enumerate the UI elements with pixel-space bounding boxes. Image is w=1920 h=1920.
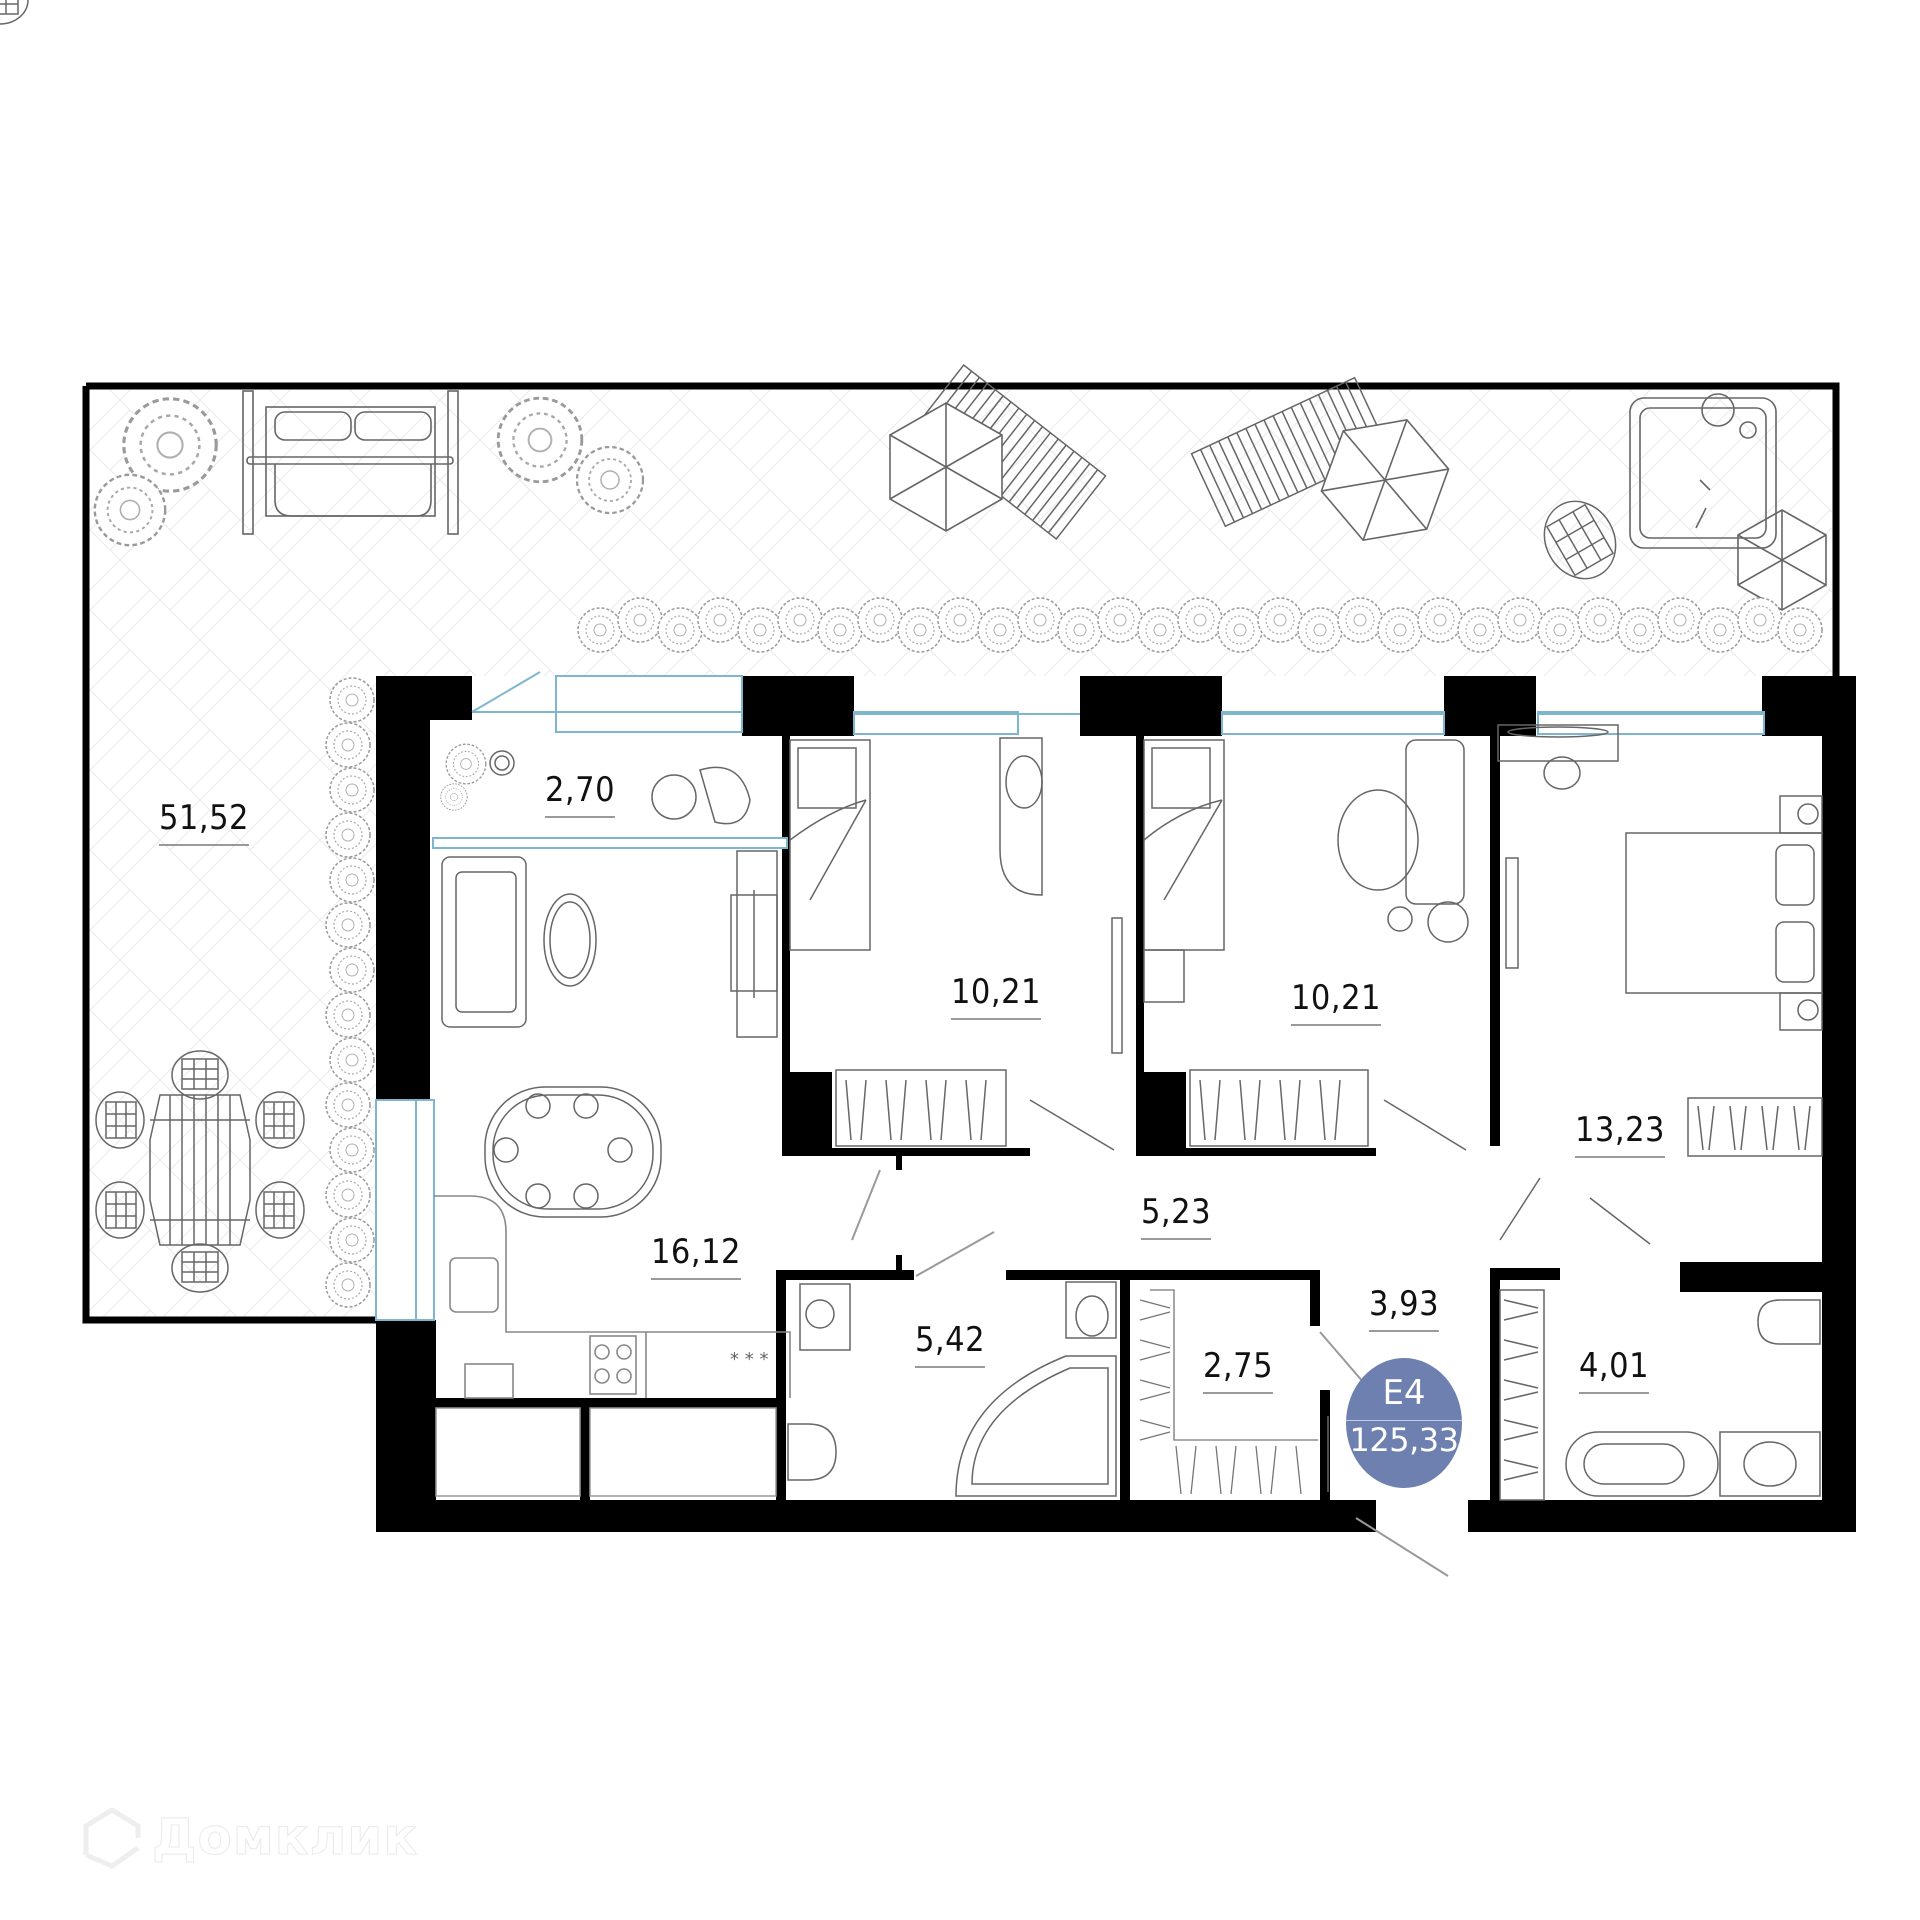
room-area-terrace: 51,52: [158, 798, 250, 846]
svg-text:* * *: * * *: [730, 1349, 768, 1370]
area-text: 5,23: [1140, 1192, 1212, 1232]
bedroom-2-furniture: [1143, 739, 1469, 1151]
bathroom-1-fixtures: [787, 1281, 1117, 1497]
underline: [1202, 1392, 1274, 1394]
umbrella-icon: [889, 402, 1827, 611]
windows: [375, 671, 1765, 1321]
room-area-bathroom-2: 4,01: [1578, 1346, 1650, 1394]
outdoor-dining-set-icon: [0, 0, 305, 1293]
bathroom-2-fixtures: [1499, 1289, 1821, 1501]
area-text: 3,93: [1368, 1284, 1440, 1324]
area-text: 13,23: [1574, 1110, 1666, 1150]
room-area-bedroom-2: 10,21: [1290, 978, 1382, 1026]
room-area-master-bedroom: 13,23: [1574, 1110, 1666, 1158]
armchair-icon: [1543, 500, 1617, 580]
underline: [650, 1278, 742, 1280]
area-text: 51,52: [158, 798, 250, 838]
wardrobe-fixtures: [1139, 1289, 1329, 1495]
total-area: 125,33: [1349, 1421, 1459, 1459]
room-area-balcony: 2,70: [544, 770, 616, 818]
unit-badge: E4 125,33: [1346, 1358, 1462, 1488]
underline: [1290, 1024, 1382, 1026]
underline: [1140, 1238, 1212, 1240]
area-text: 5,42: [914, 1320, 986, 1360]
underline: [544, 816, 616, 818]
area-text: 2,75: [1202, 1346, 1274, 1386]
dining-table-icon: [484, 1086, 662, 1218]
underline: [950, 1018, 1042, 1020]
underline: [1368, 1330, 1440, 1332]
room-area-kitchen-living: 16,12: [650, 1232, 742, 1280]
balcony-furniture: [489, 750, 751, 825]
area-text: 2,70: [544, 770, 616, 810]
underline: [914, 1366, 986, 1368]
underline: [158, 844, 250, 846]
walls: [376, 676, 1856, 1532]
room-area-entry: 3,93: [1368, 1284, 1440, 1332]
storage-cells: [435, 1407, 777, 1497]
room-area-bedroom-1: 10,21: [950, 972, 1042, 1020]
underline: [1574, 1156, 1666, 1158]
room-area-wardrobe: 2,75: [1202, 1346, 1274, 1394]
domclick-logo-icon: [83, 1807, 141, 1869]
watermark: Домклик: [151, 1808, 419, 1867]
watermark-text: Домклик: [151, 1808, 419, 1867]
bedroom-1-furniture: [789, 737, 1123, 1151]
kitchen-counter: * * *: [434, 1195, 791, 1399]
area-text: 10,21: [950, 972, 1042, 1012]
area-text: 4,01: [1578, 1346, 1650, 1386]
room-area-hall: 5,23: [1140, 1192, 1212, 1240]
unit-code: E4: [1346, 1358, 1462, 1421]
swing-bench-icon: [242, 390, 459, 535]
underline: [1578, 1392, 1650, 1394]
living-furniture: [441, 850, 778, 1038]
room-area-bathroom-1: 5,42: [914, 1320, 986, 1368]
area-text: 10,21: [1290, 978, 1382, 1018]
jacuzzi-icon: [1629, 393, 1777, 549]
area-text: 16,12: [650, 1232, 742, 1272]
master-bedroom-furniture: [1497, 724, 1823, 1245]
